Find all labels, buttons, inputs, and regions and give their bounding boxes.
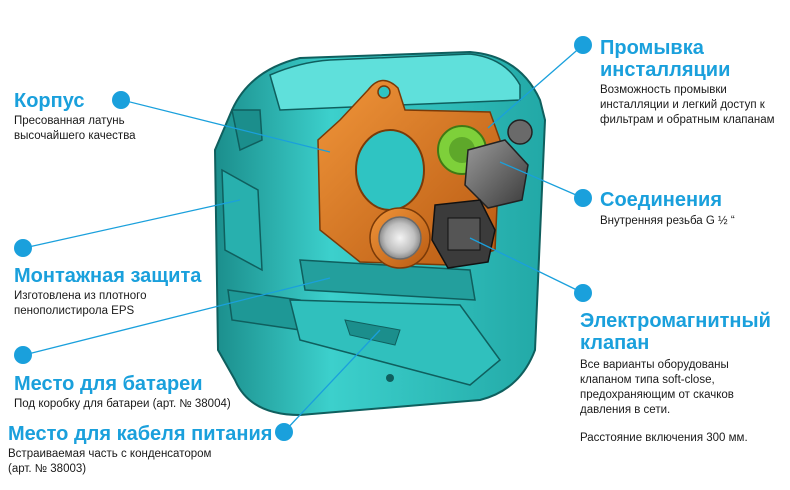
marker-cable bbox=[275, 423, 293, 441]
marker-flush bbox=[574, 36, 592, 54]
valve-desc-line: Все варианты оборудованы bbox=[580, 359, 729, 371]
valve-desc-line: клапаном типа soft-close, bbox=[580, 374, 715, 386]
valve-desc-line: предохраняющим от скачков bbox=[580, 389, 734, 401]
flush-desc-line: инсталляции и легкий доступ к bbox=[600, 99, 765, 111]
solenoid-valve bbox=[431, 199, 496, 269]
valve-title: клапан bbox=[580, 332, 650, 354]
korpus-desc-line: Пресованная латунь bbox=[14, 115, 125, 127]
callout-cable: Место для кабеля питания Встраиваемая ча… bbox=[8, 423, 272, 477]
marker-connections bbox=[574, 189, 592, 207]
valve-note: Расстояние включения 300 мм. bbox=[580, 432, 748, 444]
leader-connections bbox=[499, 161, 584, 199]
connections-title: Соединения bbox=[600, 189, 723, 211]
marker-valve bbox=[574, 284, 592, 302]
flush-desc-line: фильтрам и обратным клапанам bbox=[600, 114, 775, 126]
pipe-outlet bbox=[369, 207, 431, 269]
leader-flush bbox=[487, 44, 584, 129]
flush-desc-line: Возможность промывки bbox=[600, 84, 727, 96]
leader-korpus bbox=[121, 99, 331, 153]
callout-valve: Электромагнитный клапан Все варианты обо… bbox=[580, 310, 771, 446]
leader-valve bbox=[469, 237, 584, 294]
callout-montazh: Монтажная защита Изготовлена из плотного… bbox=[14, 265, 201, 319]
leader-battery bbox=[23, 277, 331, 356]
cable-desc-line: (арт. № 38003) bbox=[8, 463, 87, 475]
cable-title: Место для кабеля питания bbox=[8, 423, 273, 445]
callout-connections: Соединения Внутренняя резьба G ½ “ bbox=[600, 189, 735, 229]
korpus-title: Корпус bbox=[14, 90, 85, 112]
connections-desc-line: Внутренняя резьба G ½ “ bbox=[600, 215, 735, 227]
marker-korpus bbox=[112, 91, 130, 109]
battery-title: Место для батареи bbox=[14, 373, 203, 395]
korpus-desc-line: высочайшего качества bbox=[14, 130, 136, 142]
callout-korpus: Корпус Пресованная латунь высочайшего ка… bbox=[14, 90, 136, 144]
valve-title: Электромагнитный bbox=[580, 310, 771, 332]
battery-desc-line: Под коробку для батареи (арт. № 38004) bbox=[14, 398, 231, 410]
flush-title: инсталляции bbox=[600, 59, 731, 81]
leader-montazh bbox=[23, 199, 241, 249]
connection-cap bbox=[464, 119, 533, 209]
marker-montazh bbox=[14, 239, 32, 257]
marker-battery bbox=[14, 346, 32, 364]
leader-cable bbox=[283, 329, 381, 433]
cable-desc-line: Встраиваемая часть с конденсатором bbox=[8, 448, 212, 460]
montazh-desc-line: пенополистирола EPS bbox=[14, 305, 135, 317]
valve-desc-line: давления в сети. bbox=[580, 404, 671, 416]
leader-lines bbox=[23, 44, 584, 433]
montazh-desc-line: Изготовлена из плотного bbox=[14, 290, 147, 302]
callout-flush: Промывка инсталляции Возможность промывк… bbox=[600, 37, 775, 128]
flush-title: Промывка bbox=[600, 37, 704, 59]
montazh-title: Монтажная защита bbox=[14, 265, 202, 287]
callout-battery: Место для батареи Под коробку для батаре… bbox=[14, 373, 231, 412]
